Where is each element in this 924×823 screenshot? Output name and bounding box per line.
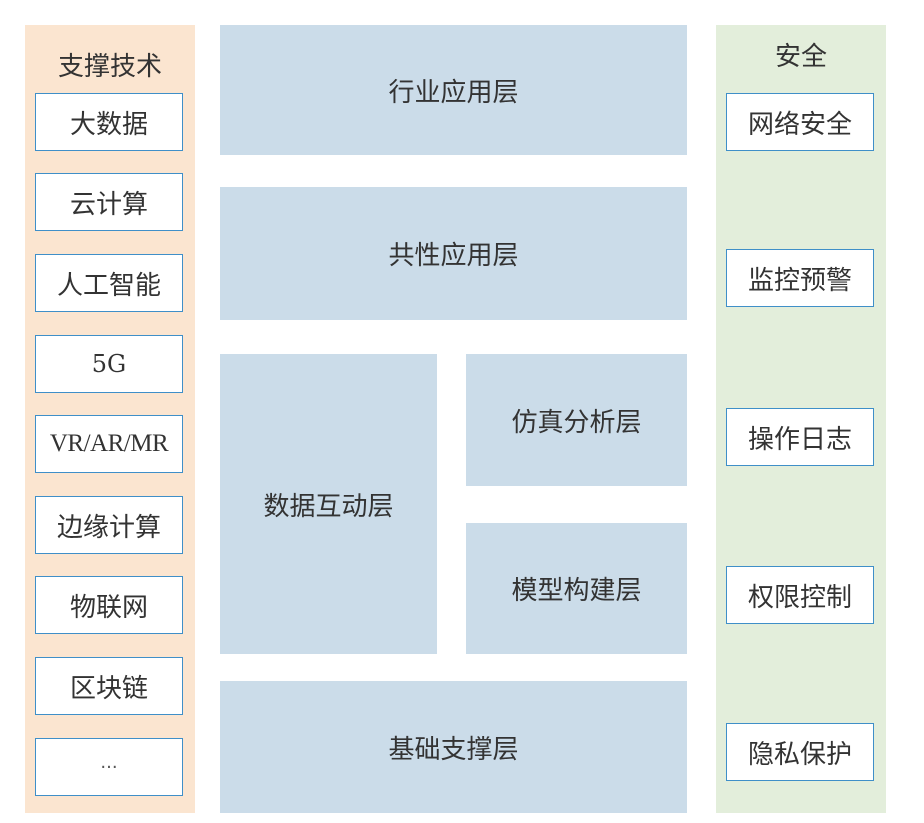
tech-item-more: ··· — [35, 738, 183, 796]
tech-item-edge-computing: 边缘计算 — [35, 496, 183, 554]
security-item-monitoring: 监控预警 — [726, 249, 874, 307]
security-item-operation-log: 操作日志 — [726, 408, 874, 466]
tech-item-ai: 人工智能 — [35, 254, 183, 312]
tech-item-5g: 5G — [35, 335, 183, 393]
security-title: 安全 — [774, 42, 827, 72]
layer-simulation-analysis: 仿真分析层 — [466, 354, 687, 486]
layer-industry-application: 行业应用层 — [220, 25, 687, 155]
tech-item-iot: 物联网 — [35, 576, 183, 634]
layer-model-building: 模型构建层 — [466, 523, 687, 654]
tech-item-vr-ar-mr: VR/AR/MR — [35, 415, 183, 473]
layer-common-application: 共性应用层 — [220, 187, 687, 320]
support-tech-panel: 支撑技术 大数据 云计算 人工智能 5G VR/AR/MR 边缘计算 物联网 区… — [25, 25, 195, 813]
security-item-privacy: 隐私保护 — [726, 723, 874, 781]
security-item-network: 网络安全 — [726, 93, 874, 151]
layer-foundation-support: 基础支撑层 — [220, 681, 687, 813]
tech-item-cloud-computing: 云计算 — [35, 173, 183, 231]
support-tech-title: 支撑技术 — [57, 52, 162, 82]
security-item-permission: 权限控制 — [726, 566, 874, 624]
tech-item-blockchain: 区块链 — [35, 657, 183, 715]
layer-data-interaction: 数据互动层 — [220, 354, 437, 654]
security-panel: 安全 网络安全 监控预警 操作日志 权限控制 隐私保护 — [716, 25, 886, 813]
tech-item-big-data: 大数据 — [35, 93, 183, 151]
